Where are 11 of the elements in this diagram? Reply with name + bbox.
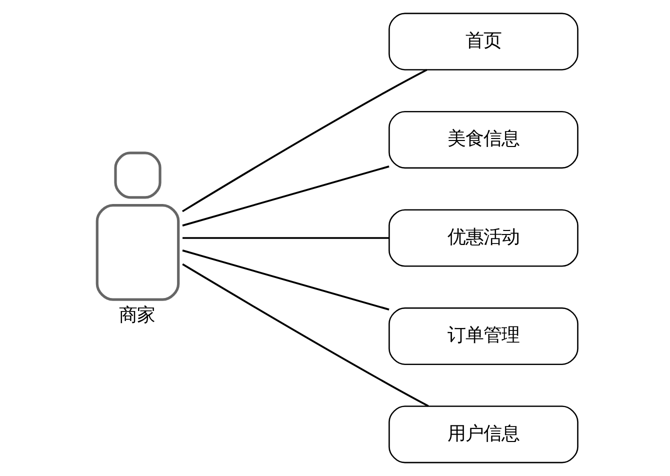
node-label: 商家 — [118, 304, 154, 326]
node-box: 美食信息 — [388, 110, 578, 169]
connector — [182, 166, 389, 226]
node-box: 首页 — [388, 12, 578, 70]
connector — [182, 237, 389, 239]
node-box: 优惠活动 — [388, 209, 578, 267]
connector — [182, 263, 428, 407]
connector — [182, 68, 427, 212]
node-box: 用户信息 — [388, 406, 578, 464]
connector — [182, 250, 389, 310]
node-box: 订单管理 — [388, 307, 578, 366]
